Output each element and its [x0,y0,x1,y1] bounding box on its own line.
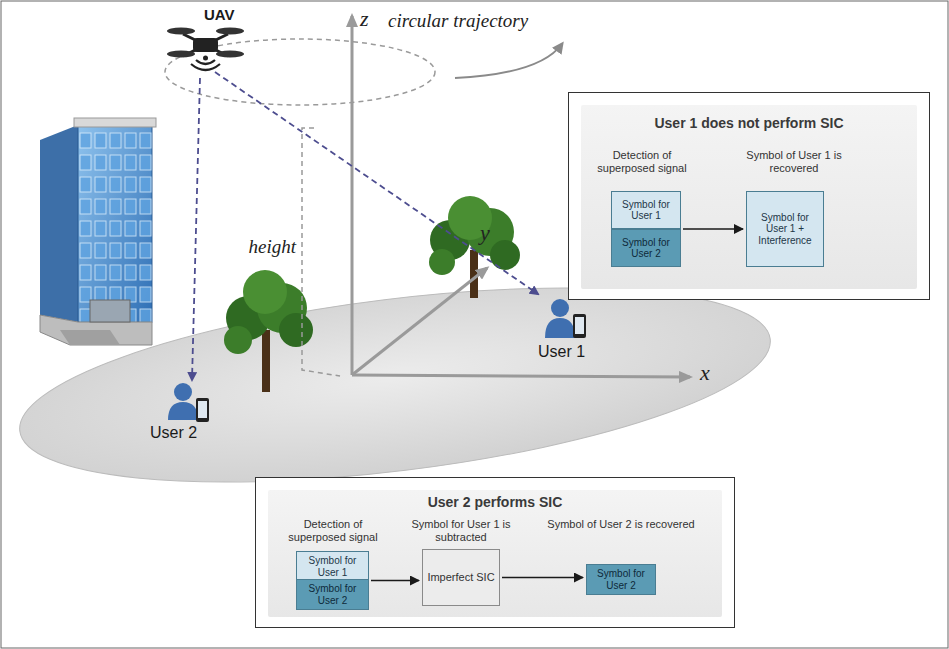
symbol-box: Symbol for User 2 [296,579,369,610]
signal-stage: Symbol of User 2 is recoveredSymbol for … [546,518,696,618]
tree-left [224,270,313,392]
signal-stage: Detection of superposed signalSymbol for… [278,518,388,618]
symbol-box: Symbol for User 2 [586,564,656,595]
axis-label: y [480,220,490,246]
stage-heading: Symbol for User 1 is subtracted [396,518,526,544]
uav-links [192,72,538,380]
box-text: Symbol for User 1 [615,199,677,222]
box-text: Imperfect SIC [427,571,494,584]
uav-drone [167,28,244,71]
symbol-box: Symbol for User 1 + Interference [746,191,824,267]
stage-heading: Symbol of User 2 is recovered [546,518,696,531]
flow-arrow [683,228,743,230]
box-text: Symbol for User 1 + Interference [750,212,820,247]
symbol-box: Symbol for User 1 [611,191,681,229]
symbol-box: Symbol for User 2 [611,229,681,267]
tree-right [429,196,520,298]
symbol-box: Symbol for User 1 [296,551,369,582]
signal-stage: Detection of superposed signalSymbol for… [587,149,697,279]
height-bracket [302,128,340,376]
stage-heading: Symbol of User 1 is recovered [729,149,859,175]
panel-title: User 1 does not perform SIC [569,115,929,131]
signal-stage: Symbol of User 1 is recoveredSymbol for … [729,149,859,279]
axes [352,16,690,377]
user-label: User 1 [538,343,585,361]
panel-title: User 2 performs SIC [256,494,734,510]
sic-block: Imperfect SIC [422,549,500,606]
signal-stage: Symbol for User 1 is subtractedImperfect… [396,518,526,618]
axis-label: z [360,6,369,32]
scheme-panel: User 1 does not perform SIC Detection of … [568,92,930,300]
user1-icon [545,299,586,338]
box-text: Symbol for User 1 [300,555,365,578]
drone-label: UAV [204,6,235,23]
box-text: Symbol for User 2 [615,237,677,260]
axis-label: x [700,360,710,386]
user-label: User 2 [150,424,197,442]
trajectory [165,39,562,105]
trajectory-label: circular trajectory [388,10,528,32]
user2-icon [168,383,209,422]
box-text: Symbol for User 2 [300,583,365,606]
height-label: height [249,236,297,258]
flow-arrow [502,577,583,579]
scheme-panel: User 2 performs SIC Detection of superpos… [255,477,735,628]
stage-heading: Detection of superposed signal [278,518,388,544]
stage-heading: Detection of superposed signal [587,149,697,175]
box-text: Symbol for User 2 [590,568,652,591]
building [40,118,156,345]
flow-arrow [371,580,419,582]
